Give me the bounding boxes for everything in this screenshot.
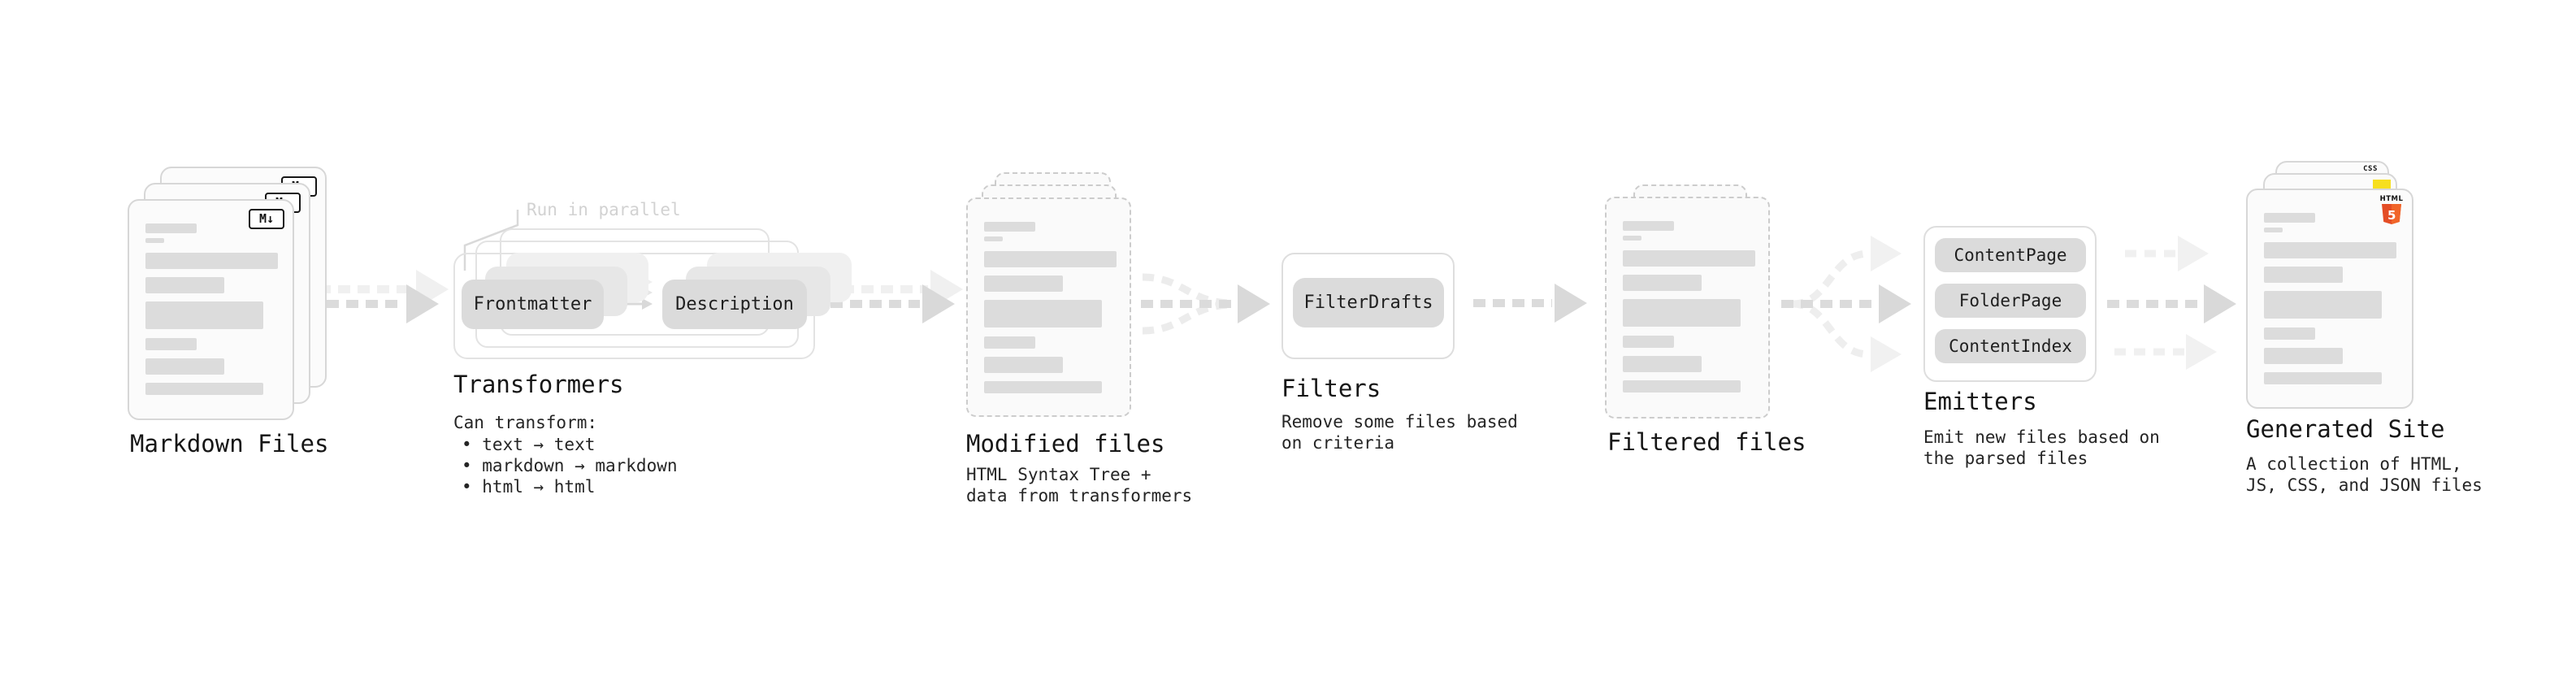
emitters-desc: Emit new files based on [1923,427,2160,447]
file-content-skeleton [2248,190,2412,407]
filters-label: Filters [1281,375,1381,402]
skeleton-bar [984,300,1102,327]
filtered-files-label: Filtered files [1607,428,1806,456]
arrow-modified-to-filters-merge [1141,273,1270,335]
modified-files-desc: HTML Syntax Tree + [966,465,1151,484]
html5-wordmark: HTML [2380,195,2404,203]
generated-site-desc: A collection of HTML, [2246,454,2462,474]
skeleton-bar [145,383,263,395]
skeleton-bar [1623,250,1755,267]
description-pill: Description [662,280,807,329]
arrow-filters-to-filtered [1473,284,1587,323]
transformers-bullet: • text → text [462,435,596,454]
file-content-skeleton [968,199,1130,415]
skeleton-bar [2264,242,2396,258]
skeleton-bar [1623,236,1641,241]
transformers-desc-title: Can transform: [453,413,598,432]
transformers-bullet: • markdown → markdown [462,456,678,475]
skeleton-bar [2264,372,2382,384]
transformers-bullet: • html → html [462,477,596,497]
skeleton-bar [1623,380,1741,393]
skeleton-bar [2264,267,2343,283]
skeleton-bar [1623,275,1702,291]
arrow-markdown-to-transformers [307,270,449,323]
skeleton-bar [145,253,278,269]
markdown-icon: M↓ [249,209,284,229]
javascript-icon [2373,180,2391,189]
arrow-filtered-to-emitters-split [1781,236,1911,372]
markdown-files-label: Markdown Files [130,430,329,458]
markdown-file-card-front: M↓ [128,199,294,420]
skeleton-bar [984,381,1102,393]
frontmatter-pill: Frontmatter [462,280,604,329]
skeleton-bar [984,275,1063,292]
filters-desc: on criteria [1281,433,1395,453]
skeleton-bar [2264,327,2315,340]
modified-file-card-front [966,197,1131,417]
skeleton-bar [1623,336,1674,348]
skeleton-bar [145,277,224,293]
skeleton-bar [1623,299,1741,327]
skeleton-bar [145,358,224,375]
modified-files-label: Modified files [966,430,1165,458]
skeleton-bar [2264,291,2382,319]
site-file-card-front: HTML 5 [2246,189,2413,409]
arrow-transformers-to-modified [830,270,963,323]
contentpage-pill: ContentPage [1935,238,2086,272]
skeleton-bar [2264,213,2315,223]
skeleton-bar [145,301,263,329]
arrow-emitters-to-site [2107,236,2236,370]
generated-site-label: Generated Site [2246,415,2445,443]
skeleton-bar [984,222,1035,232]
skeleton-bar [984,251,1117,267]
filtered-file-card-front [1605,197,1770,419]
contentindex-pill: ContentIndex [1935,329,2086,363]
html5-icon: HTML 5 [2380,195,2404,224]
filterdrafts-pill: FilterDrafts [1293,278,1444,327]
emitters-desc: the parsed files [1923,449,2088,468]
filters-desc: Remove some files based [1281,412,1518,432]
skeleton-bar [1623,356,1702,372]
skeleton-bar [2264,348,2343,364]
file-content-skeleton [129,201,293,419]
run-in-parallel-note: Run in parallel [527,200,681,219]
emitters-label: Emitters [1923,388,2037,415]
html5-number: 5 [2387,208,2396,223]
skeleton-bar [145,238,164,243]
skeleton-bar [145,338,197,350]
skeleton-bar [145,223,197,233]
transformers-label: Transformers [453,371,624,398]
skeleton-bar [2264,228,2283,232]
modified-files-desc: data from transformers [966,486,1193,505]
skeleton-bar [984,236,1003,241]
generated-site-desc: JS, CSS, and JSON files [2246,475,2483,495]
skeleton-bar [984,357,1063,373]
skeleton-bar [1623,221,1674,231]
folderpage-pill: FolderPage [1935,284,2086,318]
file-content-skeleton [1607,198,1768,417]
skeleton-bar [984,336,1035,349]
